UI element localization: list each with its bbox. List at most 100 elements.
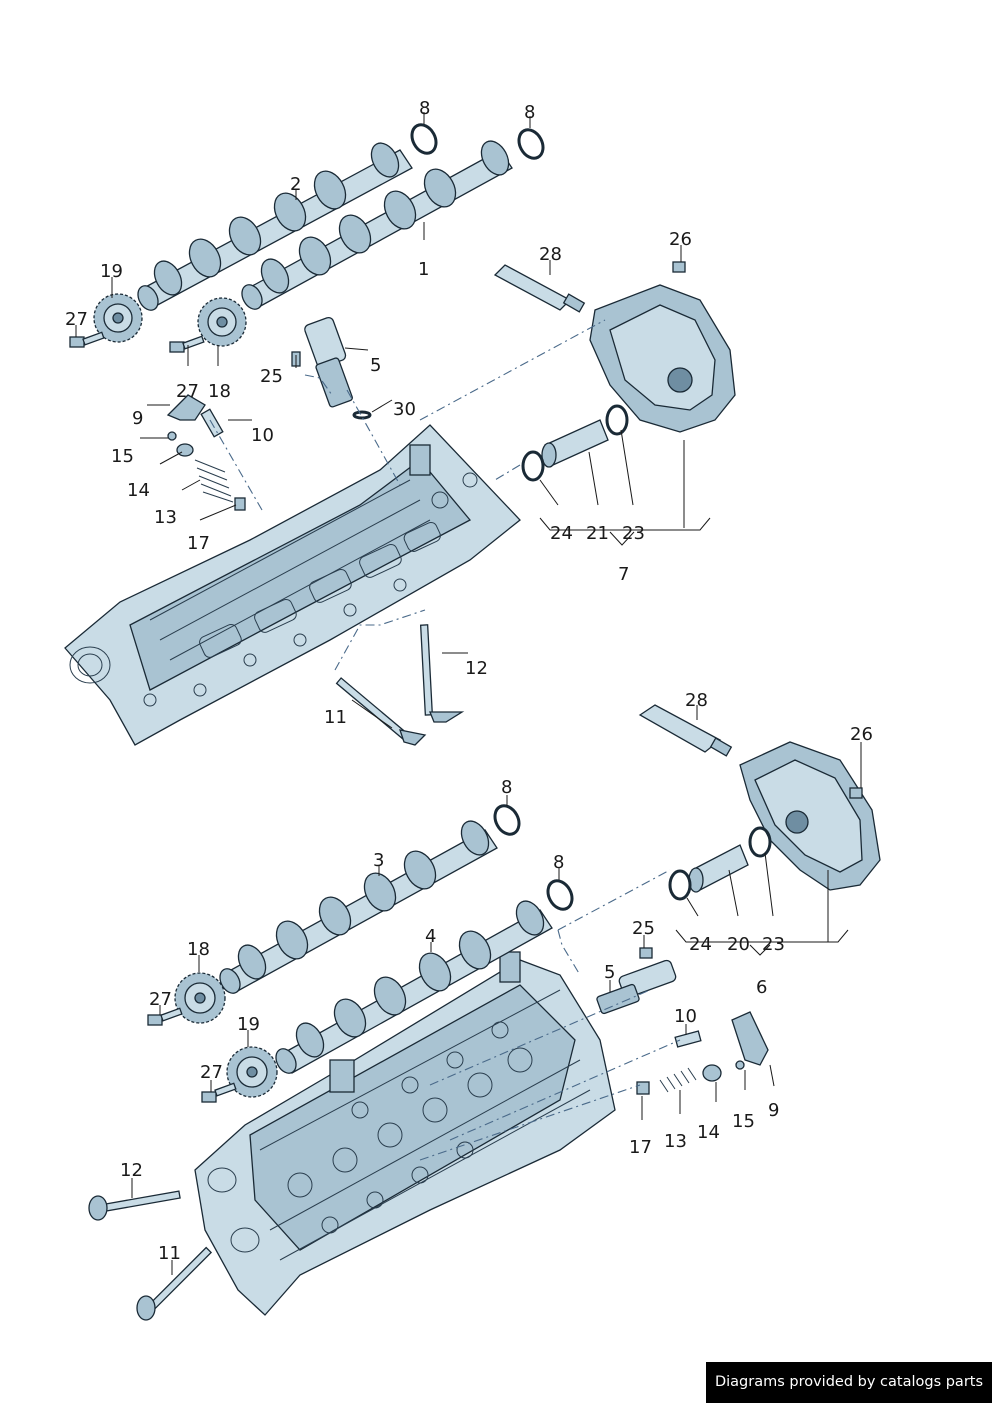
lower-bolt-27a-icon [147, 1007, 183, 1026]
upper-o-ring-8b-icon [517, 128, 545, 160]
callout-8: 8 [524, 102, 535, 123]
callout-23: 23 [762, 934, 785, 955]
lower-solenoid-5-icon [596, 959, 677, 1015]
callout-12: 12 [465, 658, 488, 679]
credit-text: Diagrams provided by catalogs parts [714, 1374, 984, 1390]
callout-9: 9 [132, 408, 143, 429]
callout-27: 27 [176, 381, 199, 402]
callout-18: 18 [208, 381, 231, 402]
callout-3: 3 [373, 850, 384, 871]
upper-seal-17-icon [234, 497, 246, 511]
lower-cover-icon [739, 741, 881, 891]
callout-28: 28 [539, 244, 562, 265]
callout-1: 1 [418, 259, 429, 280]
lower-retainer-14-icon [702, 1064, 722, 1082]
lower-bolt-26-icon [849, 787, 863, 799]
upper-rocker-9-icon [166, 394, 206, 421]
lower-rocker-9-icon [731, 1011, 769, 1066]
callout-18: 18 [187, 939, 210, 960]
lower-callouts: 28 26 8 3 8 4 18 27 19 27 24 20 23 25 5 … [120, 690, 873, 1264]
callout-25: 25 [260, 366, 283, 387]
callout-27: 27 [65, 309, 88, 330]
camshaft-2-icon [137, 142, 413, 311]
lower-assembly: 28 26 8 3 8 4 18 27 19 27 24 20 23 25 5 … [88, 690, 881, 1321]
callout-27: 27 [149, 989, 172, 1010]
callout-8: 8 [553, 852, 564, 873]
lower-pin-10-icon [674, 1030, 702, 1048]
callout-27: 27 [200, 1062, 223, 1083]
lower-cylinder-head-icon [194, 951, 616, 1316]
upper-sleeve-21-icon [541, 419, 609, 468]
callout-15: 15 [732, 1111, 755, 1132]
callout-9: 9 [768, 1100, 779, 1121]
lower-o-ring-8b-icon [546, 879, 574, 911]
lower-keeper-15-icon [735, 1060, 745, 1070]
upper-sealant-tube-28-icon [493, 264, 586, 313]
lower-valve-11-icon [136, 1246, 213, 1321]
upper-cover-icon [589, 284, 736, 433]
upper-sprocket-18-icon [197, 297, 247, 347]
callout-19: 19 [100, 261, 123, 282]
callout-12: 12 [120, 1160, 143, 1181]
callout-17: 17 [187, 533, 210, 554]
callout-23: 23 [622, 523, 645, 544]
lower-o-ring-23-icon [748, 826, 772, 858]
callout-4: 4 [425, 926, 436, 947]
lower-sleeve-20-icon [688, 844, 749, 893]
callout-11: 11 [324, 707, 347, 728]
callout-10: 10 [251, 425, 274, 446]
upper-solenoid-5-icon [291, 316, 372, 420]
callout-10: 10 [674, 1006, 697, 1027]
upper-cylinder-head-icon [64, 424, 521, 746]
camshaft-3-icon [219, 820, 498, 994]
upper-bolt-27b-icon [169, 335, 205, 353]
callout-5: 5 [370, 355, 381, 376]
callout-17: 17 [629, 1137, 652, 1158]
lower-o-ring-8a-icon [493, 804, 521, 836]
lower-sprocket-19-icon [226, 1046, 278, 1098]
callout-21: 21 [586, 523, 609, 544]
callout-8: 8 [501, 777, 512, 798]
lower-o-ring-24-icon [668, 869, 692, 901]
upper-keeper-15-icon [167, 431, 177, 441]
callout-25: 25 [632, 918, 655, 939]
lower-sealant-tube-28-icon [638, 704, 733, 757]
upper-callouts: 8 8 2 1 19 27 28 26 5 25 27 18 9 10 30 1… [65, 98, 692, 728]
callout-14: 14 [697, 1122, 720, 1143]
callout-13: 13 [154, 507, 177, 528]
credit-banner: Diagrams provided by catalogs parts [706, 1362, 992, 1403]
lower-bolt-27b-icon [201, 1082, 237, 1103]
callout-20: 20 [727, 934, 750, 955]
callout-24: 24 [689, 934, 712, 955]
upper-valve-11-icon [335, 677, 427, 746]
callout-13: 13 [664, 1131, 687, 1152]
upper-o-ring-24-icon [521, 450, 545, 482]
lower-valve-12-icon [88, 1190, 181, 1221]
callout-6: 6 [756, 977, 767, 998]
callout-11: 11 [158, 1243, 181, 1264]
callout-30: 30 [393, 399, 416, 420]
callout-8: 8 [419, 98, 430, 119]
callout-7: 7 [618, 564, 629, 585]
lower-seal-17-icon [636, 1081, 650, 1095]
upper-assembly: 8 8 2 1 19 27 28 26 5 25 27 18 9 10 30 1… [64, 98, 736, 746]
upper-o-ring-8a-icon [410, 123, 438, 155]
callout-14: 14 [127, 480, 150, 501]
upper-bolt-26-icon [672, 261, 686, 273]
camshaft-4-icon [275, 900, 553, 1074]
lower-screw-25-icon [639, 947, 653, 959]
upper-retainer-14-icon [176, 443, 194, 457]
callout-19: 19 [237, 1014, 260, 1035]
upper-o-ring-23-icon [605, 404, 629, 436]
callout-5: 5 [604, 962, 615, 983]
upper-spring-13-icon [194, 459, 234, 503]
upper-valve-12-icon [419, 624, 465, 723]
lower-sprocket-18-icon [174, 972, 226, 1024]
callout-15: 15 [111, 446, 134, 467]
callout-28: 28 [685, 690, 708, 711]
camshaft-1-icon [241, 140, 513, 310]
callout-2: 2 [290, 174, 301, 195]
upper-sprocket-19-icon [93, 293, 143, 343]
upper-bolt-27a-icon [69, 331, 105, 348]
